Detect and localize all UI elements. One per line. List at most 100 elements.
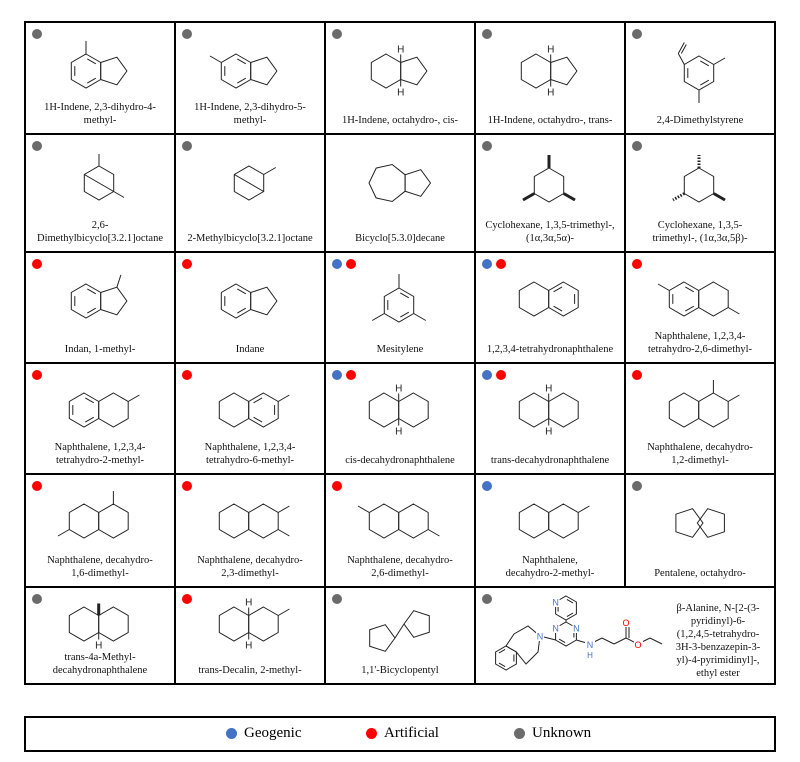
gray-dot-icon	[32, 29, 42, 39]
svg-text:N: N	[537, 632, 544, 642]
source-markers	[482, 594, 492, 604]
compound-cell: Naphthalene, decahydro- 1,6-dimethyl-	[26, 475, 174, 586]
legend: Geogenic Artificial Unknown	[24, 716, 776, 752]
molecule-structure	[522, 155, 576, 203]
source-markers	[332, 29, 342, 39]
blue-dot-icon	[482, 481, 492, 491]
source-markers	[632, 481, 642, 491]
compound-cell: Mesitylene	[326, 253, 474, 362]
compound-name: Pentalene, octahydro-	[654, 568, 746, 579]
svg-text:H: H	[397, 45, 404, 56]
molecule-structure	[668, 380, 740, 428]
compound-name: trans-decahydronaphthalene	[490, 455, 610, 466]
svg-text:N: N	[587, 640, 594, 650]
red-dot-icon	[32, 259, 42, 269]
source-markers	[482, 370, 506, 380]
svg-text:H: H	[245, 598, 252, 609]
source-markers	[32, 481, 42, 491]
compound-name: Naphthalene, 1,2,3,4- tetrahydro-6-methy…	[204, 442, 296, 466]
compound-cell: 2,4-Dimethylstyrene	[626, 23, 774, 133]
compound-name: 1H-Indene, octahydro-, trans-	[487, 115, 613, 126]
compound-cell: Indan, 1-methyl-	[26, 253, 174, 362]
blue-dot-icon	[332, 259, 342, 269]
source-markers	[182, 481, 192, 491]
gray-dot-icon	[514, 728, 525, 739]
source-markers	[482, 29, 492, 39]
source-markers	[182, 370, 192, 380]
molecule-structure: HH	[520, 45, 578, 99]
gray-dot-icon	[632, 141, 642, 151]
molecule-structure	[518, 281, 579, 317]
molecule-structure	[369, 610, 430, 652]
molecule-structure	[68, 392, 140, 428]
molecule-structure	[675, 508, 725, 538]
red-dot-icon	[32, 370, 42, 380]
red-dot-icon	[496, 370, 506, 380]
source-markers	[32, 141, 42, 151]
molecule-structure	[209, 53, 278, 89]
svg-text:H: H	[95, 641, 102, 652]
source-markers	[332, 594, 342, 604]
compound-name: 2-Methylbicyclo[3.2.1]octane	[187, 233, 313, 244]
compound-cell: 1H-Indene, 2,3-dihydro-5-methyl-	[176, 23, 324, 133]
compound-name: Naphthalene, decahydro- 1,2-dimethyl-	[647, 442, 753, 466]
source-markers	[632, 259, 642, 269]
red-dot-icon	[182, 370, 192, 380]
svg-text:H: H	[245, 641, 252, 652]
compound-name: 1,1'-Bicyclopentyl	[361, 665, 439, 676]
molecule-structure	[70, 274, 128, 319]
compound-cell: Cyclohexane, 1,3,5-trimethyl-, (1α,3α,5α…	[476, 135, 624, 251]
legend-item-artificial: Artificial	[366, 725, 439, 742]
source-markers	[632, 370, 642, 380]
gray-dot-icon	[182, 141, 192, 151]
compound-name: Naphthalene, decahydro- 2,6-dimethyl-	[347, 555, 453, 579]
molecule-structure	[518, 503, 590, 539]
molecule-structure	[57, 491, 129, 539]
red-dot-icon	[346, 370, 356, 380]
gray-dot-icon	[482, 594, 492, 604]
compound-name: 1H-Indene, 2,3-dihydro-5-methyl-	[194, 102, 306, 126]
red-dot-icon	[32, 481, 42, 491]
red-dot-icon	[366, 728, 377, 739]
gray-dot-icon	[482, 141, 492, 151]
svg-text:H: H	[545, 384, 552, 395]
blue-dot-icon	[332, 370, 342, 380]
compound-name: 1,2,3,4-tetrahydronaphthalene	[486, 344, 614, 355]
molecule-structure	[672, 155, 726, 203]
blue-dot-icon	[482, 370, 492, 380]
compound-name: 2,6-Dimethylbicyclo[3.2.1]octane	[37, 220, 163, 244]
compound-name: cis-decahydronaphthalene	[345, 455, 455, 466]
molecule-structure	[368, 163, 432, 203]
legend-label: Artificial	[384, 725, 439, 741]
source-markers	[182, 594, 192, 604]
compound-cell: Naphthalene, decahydro- 2,6-dimethyl-	[326, 475, 474, 586]
compound-name: 2,4-Dimethylstyrene	[656, 115, 744, 126]
gray-dot-icon	[32, 141, 42, 151]
compound-name: β-Alanine, N-[2-(3- pyridinyl)-6- (1,2,4…	[675, 603, 761, 679]
molecule-structure: HH	[218, 598, 290, 652]
compound-name: Cyclohexane, 1,3,5-trimethyl-, (1α,3α,5α…	[485, 220, 615, 244]
molecule-structure: H	[68, 603, 129, 652]
svg-text:H: H	[395, 427, 402, 438]
compound-cell: 1,2,3,4-tetrahydronaphthalene	[476, 253, 624, 362]
source-markers	[632, 141, 642, 151]
compound-name: Cyclohexane, 1,3,5- trimethyl-, (1α,3α,5…	[652, 220, 748, 244]
compound-name: Naphthalene, 1,2,3,4- tetrahydro-2,6-dim…	[647, 331, 753, 355]
molecule-structure	[83, 154, 125, 201]
source-markers	[182, 29, 192, 39]
red-dot-icon	[346, 259, 356, 269]
red-dot-icon	[182, 481, 192, 491]
source-markers	[32, 259, 42, 269]
compound-name: Mesitylene	[376, 344, 424, 355]
source-markers	[32, 29, 42, 39]
svg-text:N: N	[552, 598, 559, 608]
compound-name: Naphthalene, decahydro- 1,6-dimethyl-	[47, 555, 153, 579]
compound-cell: Naphthalene, decahydro-2-methyl-	[476, 475, 624, 586]
compound-name: 1H-Indene, 2,3-dihydro-4-methyl-	[44, 102, 156, 126]
molecule-structure	[657, 281, 740, 317]
molecule-structure: HH	[370, 45, 428, 99]
red-dot-icon	[182, 259, 192, 269]
